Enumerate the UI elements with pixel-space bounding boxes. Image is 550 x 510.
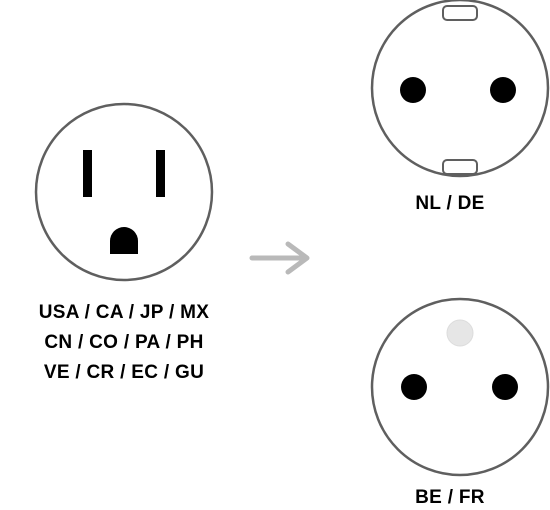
type-b-country-list: USA / CA / JP / MX CN / CO / PA / PH VE … [0,298,248,388]
type-f-bottom-earth-clip [442,159,478,175]
type-f-socket-outline [370,0,550,178]
type-e-socket-outline [370,297,550,477]
type-e-left-hole [401,374,427,400]
type-b-country-line-2: CN / CO / PA / PH [44,332,204,353]
type-e-country-caption: BE / FR [415,487,485,508]
right-arrow-icon [249,241,310,275]
type-b-socket [34,102,214,282]
type-b-socket-outline [34,102,214,282]
type-b-country-line-1: USA / CA / JP / MX [38,302,210,323]
type-e-right-hole [492,374,518,400]
type-f-right-hole [490,77,516,103]
type-f-country-caption: NL / DE [415,193,485,214]
type-f-left-hole [400,77,426,103]
type-b-country-line-3: VE / CR / EC / GU [43,362,205,383]
type-b-right-slot [156,150,165,197]
type-f-socket [370,0,550,178]
type-e-earth-pin [446,319,474,347]
type-b-ground-hole [110,227,138,254]
type-e-socket [370,297,550,477]
type-f-top-earth-clip [442,5,478,21]
type-b-left-slot [83,150,92,197]
